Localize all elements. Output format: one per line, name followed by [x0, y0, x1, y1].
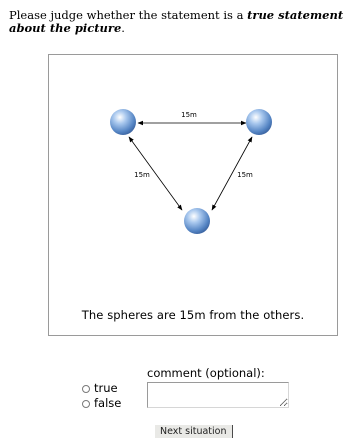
instruction-emphasis: true statement about the picture	[9, 8, 344, 35]
answer-options: true false	[79, 381, 121, 411]
edge-label-right: 15m	[237, 171, 253, 179]
sphere-top-right	[246, 109, 272, 135]
instruction-prefix: Please judge whether the statement is a	[9, 8, 248, 22]
true-radio[interactable]	[82, 384, 90, 393]
true-label: true	[94, 381, 118, 395]
arrow-right	[211, 136, 253, 211]
next-situation-button[interactable]: Next situation	[155, 425, 233, 438]
sphere-top-left	[110, 109, 136, 135]
instruction-text: Please judge whether the statement is a …	[9, 9, 347, 35]
instruction-suffix: .	[121, 21, 125, 35]
picture-caption: The spheres are 15m from the others.	[81, 308, 305, 322]
false-label: false	[94, 396, 122, 410]
picture-frame: 15m 15m 15m The spheres are 15m from the…	[48, 54, 338, 336]
comment-label: comment (optional):	[147, 366, 265, 380]
edge-label-left: 15m	[134, 171, 150, 179]
answer-false[interactable]: false	[79, 396, 121, 411]
false-radio[interactable]	[82, 399, 90, 408]
comment-input[interactable]	[147, 382, 289, 408]
arrow-left	[128, 136, 183, 211]
scene-diagram: 15m 15m 15m	[110, 109, 272, 234]
sphere-bottom	[184, 208, 210, 234]
edge-label-top: 15m	[181, 111, 197, 119]
answer-true[interactable]: true	[79, 381, 121, 396]
